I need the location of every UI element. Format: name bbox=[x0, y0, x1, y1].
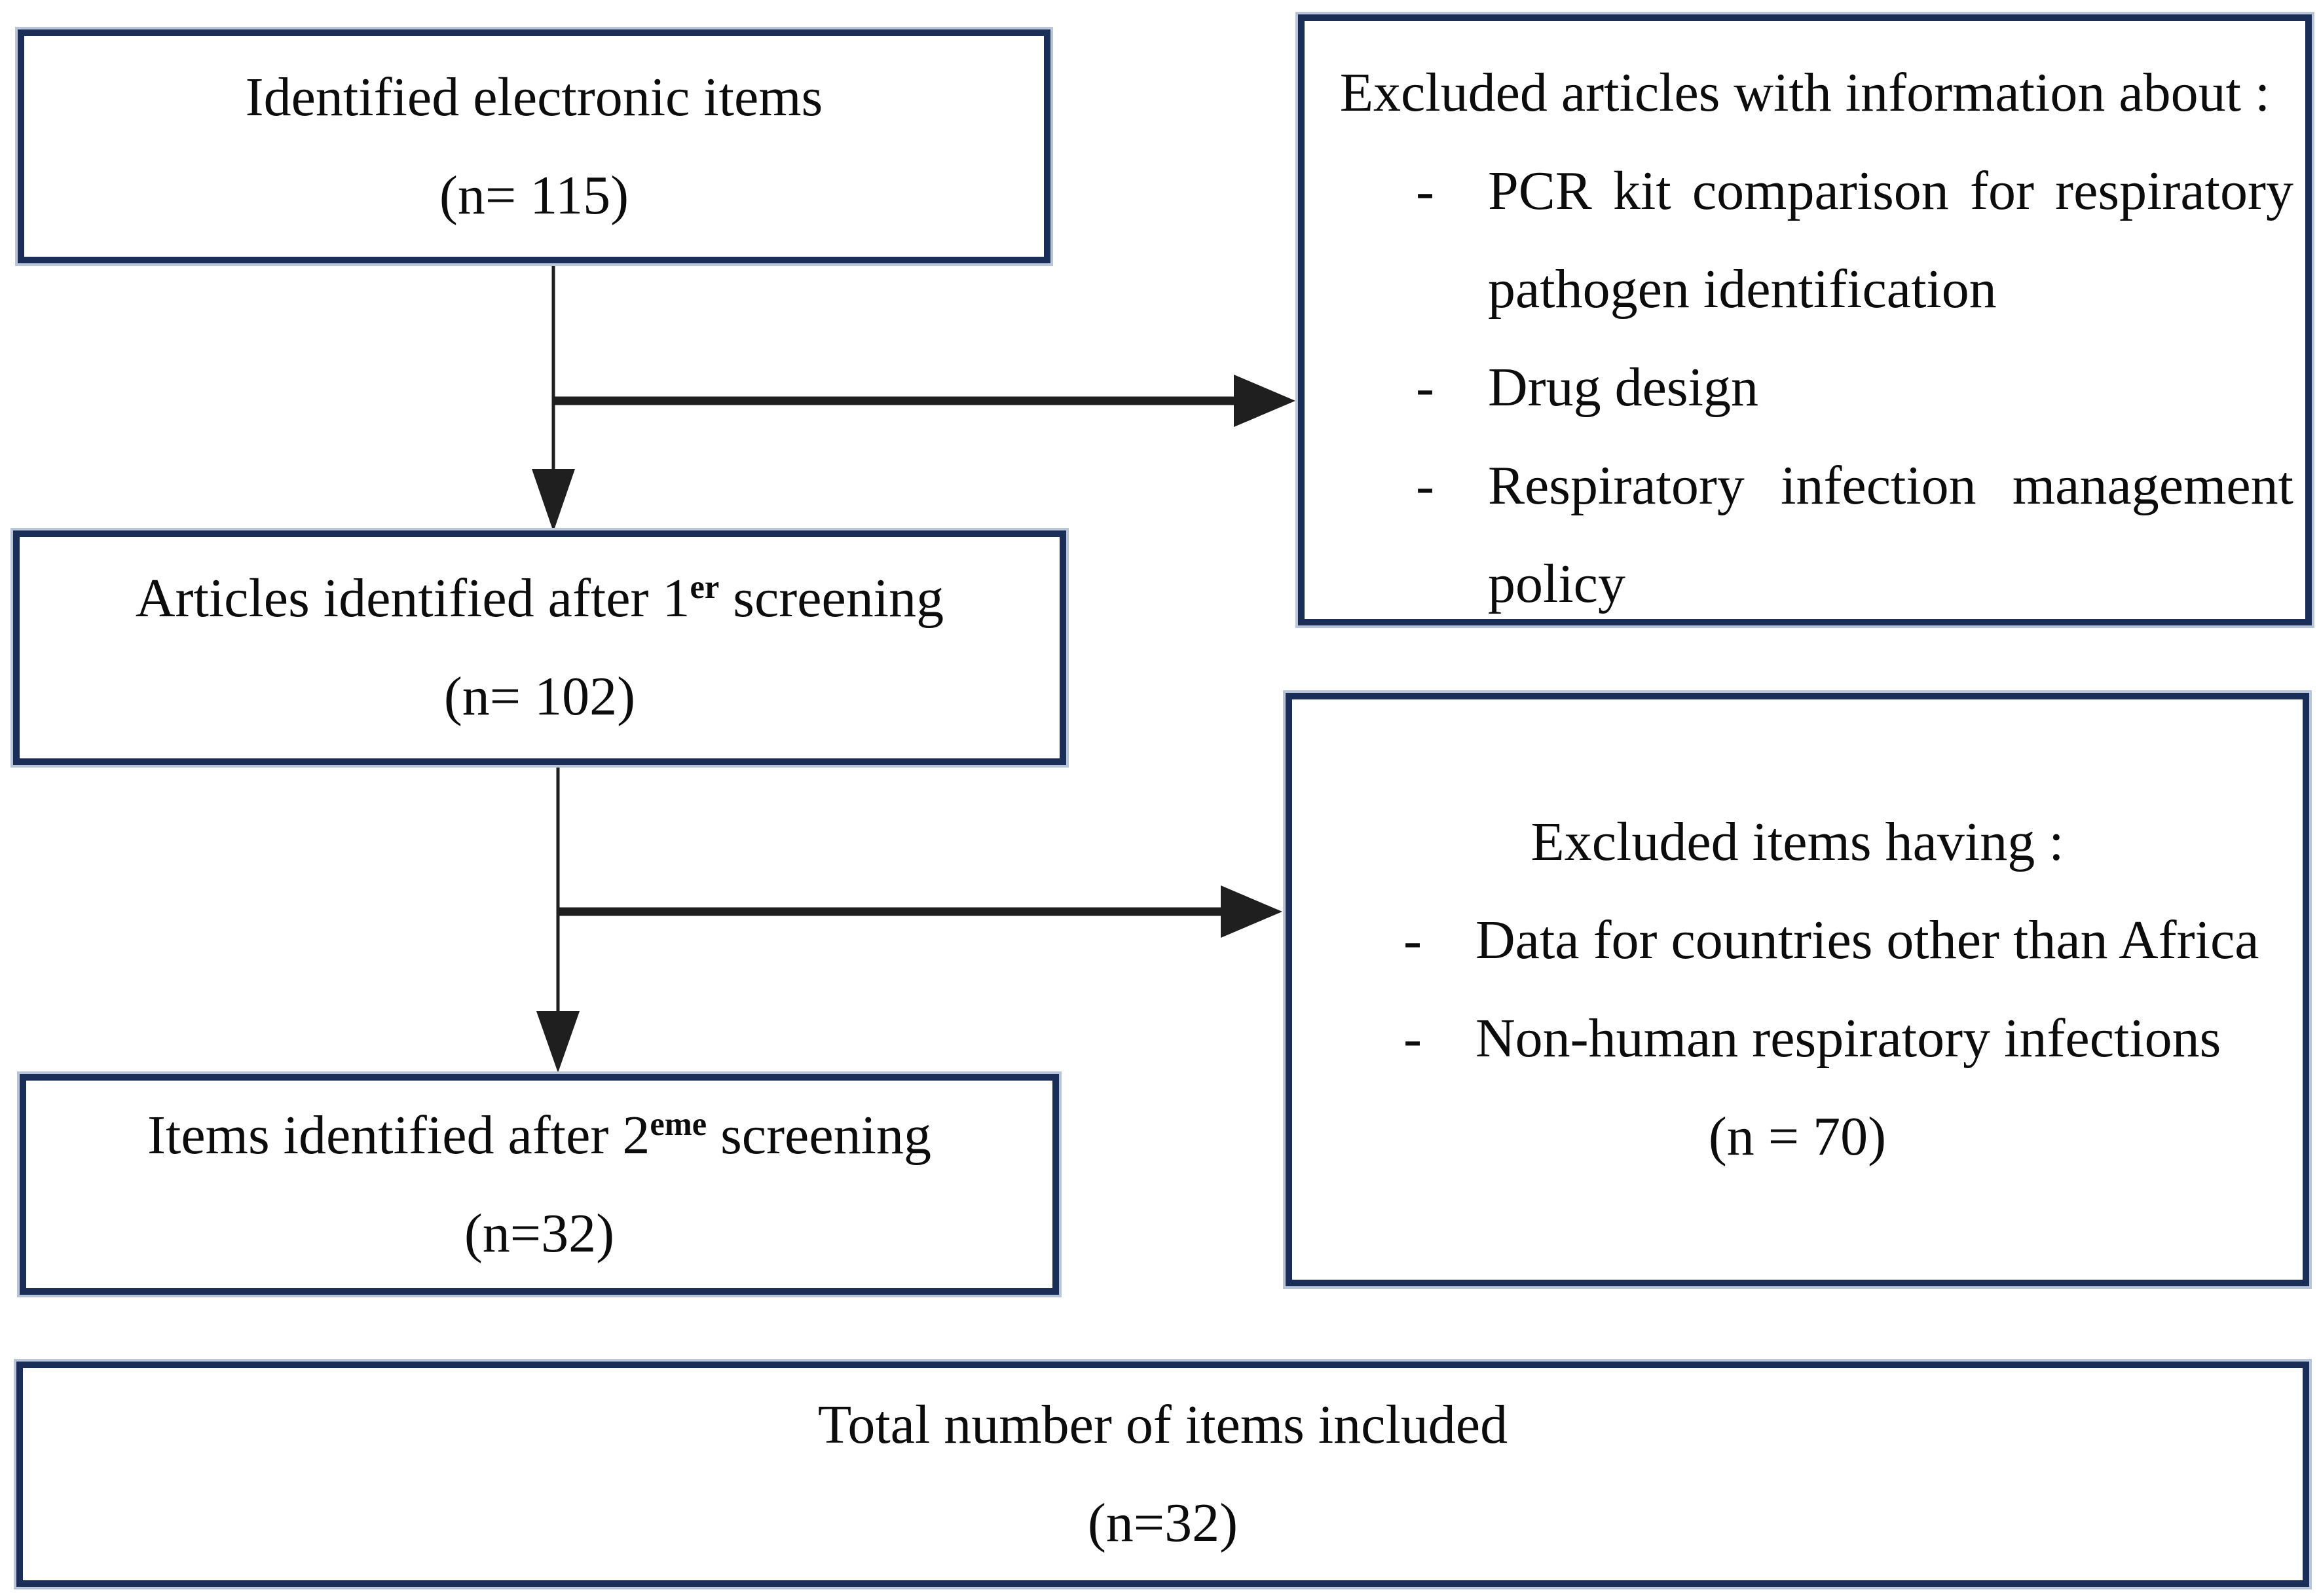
excluded-items-bullet-nonhuman: - Non-human respiratory infections bbox=[1292, 990, 2303, 1088]
bullet-line: Non-human respiratory infections bbox=[1475, 1008, 2221, 1069]
bullet-dash: - bbox=[1416, 357, 1434, 418]
box-excluded-articles: Excluded articles with information about… bbox=[1298, 14, 2312, 625]
bullet-line: PCR kit comparison for respiratory bbox=[1488, 160, 2293, 221]
arrowhead-right-1 bbox=[1234, 375, 1295, 427]
bullet-line: Drug design bbox=[1488, 357, 1758, 418]
bullet-text: Respiratory infection management policy bbox=[1488, 437, 2293, 633]
bullet-line: Data for countries other than Africa bbox=[1475, 910, 2259, 971]
bullet-dash: - bbox=[1416, 455, 1434, 516]
bullet-text: PCR kit comparison for respiratory patho… bbox=[1488, 142, 2293, 339]
box-excluded-items: Excluded items having : - Data for count… bbox=[1286, 693, 2309, 1286]
excluded-articles-bullet-drug-design: - Drug design bbox=[1305, 339, 2305, 437]
box-second-screening: Items identified after 2eme screening (n… bbox=[20, 1074, 1059, 1295]
first-screening-label-pre: Articles identified after 1 bbox=[135, 568, 690, 629]
identified-items-label: Identified electronic items bbox=[245, 66, 823, 128]
first-screening-ordinal: er bbox=[690, 568, 720, 606]
bullet-dash: - bbox=[1403, 1008, 1422, 1069]
second-screening-count: (n=32) bbox=[464, 1202, 615, 1264]
box-first-screening: Articles identified after 1er screening … bbox=[13, 530, 1066, 765]
excluded-articles-heading: Excluded articles with information about… bbox=[1339, 62, 2271, 123]
arrowhead-right-2 bbox=[1221, 885, 1282, 938]
bullet-dash: - bbox=[1416, 160, 1434, 221]
first-screening-label-post: screening bbox=[719, 568, 944, 629]
total-included-count: (n=32) bbox=[1087, 1493, 1238, 1553]
box-total-included: Total number of items included (n=32) bbox=[16, 1362, 2309, 1587]
arrowhead-down-1 bbox=[532, 469, 575, 532]
excluded-items-heading: Excluded items having : bbox=[1531, 811, 2064, 872]
bullet-text: Drug design bbox=[1488, 339, 2293, 437]
excluded-items-bullet-africa: - Data for countries other than Africa bbox=[1292, 891, 2303, 990]
bullet-line: Respiratory infection management bbox=[1488, 455, 2293, 516]
second-screening-label: Items identified after 2eme screening bbox=[26, 1086, 1052, 1185]
bullet-dash: - bbox=[1403, 910, 1422, 971]
bullet-text: Non-human respiratory infections bbox=[1475, 990, 2281, 1088]
excluded-items-count: (n = 70) bbox=[1708, 1106, 1887, 1167]
arrowhead-down-2 bbox=[536, 1011, 580, 1073]
total-included-label: Total number of items included bbox=[817, 1394, 1508, 1455]
second-screening-ordinal: eme bbox=[650, 1105, 707, 1142]
second-screening-label-pre: Items identified after 2 bbox=[147, 1104, 650, 1166]
first-screening-label: Articles identified after 1er screening bbox=[20, 549, 1060, 648]
excluded-articles-bullet-pcr: - PCR kit comparison for respiratory pat… bbox=[1305, 142, 2305, 339]
bullet-text: Data for countries other than Africa bbox=[1475, 891, 2281, 990]
excluded-articles-bullet-policy: - Respiratory infection management polic… bbox=[1305, 437, 2305, 633]
bullet-line: policy bbox=[1488, 553, 1625, 614]
box-identified-electronic-items: Identified electronic items (n= 115) bbox=[18, 29, 1050, 263]
bullet-line: pathogen identification bbox=[1488, 259, 1997, 320]
identified-items-count: (n= 115) bbox=[439, 164, 629, 226]
second-screening-label-post: screening bbox=[707, 1104, 931, 1166]
first-screening-count: (n= 102) bbox=[443, 666, 636, 727]
